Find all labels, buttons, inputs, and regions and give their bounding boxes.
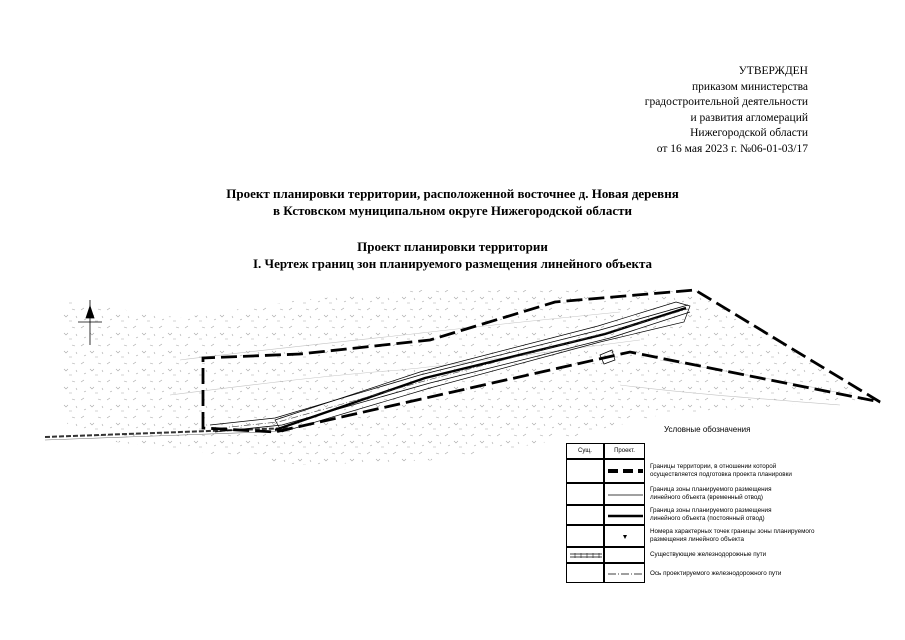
railway-corridor — [209, 301, 691, 433]
approval-line: приказом министерства — [692, 80, 808, 93]
legend-symbol-temporary-zone — [608, 494, 643, 496]
approval-line: от 16 мая 2023 г. №06-01-03/17 — [656, 142, 808, 155]
legend-col-existing: Сущ. — [566, 443, 604, 459]
legend-text: Граница зоны планируемого размещения лин… — [650, 507, 772, 522]
legend-cell — [604, 547, 645, 563]
section-title: Проект планировки территории — [357, 239, 548, 254]
legend-text-line: Номера характерных точек границы зоны пл… — [650, 528, 815, 535]
project-title-line: Проект планировки территории, расположен… — [226, 186, 679, 201]
legend-cell — [566, 459, 604, 483]
legend-cell — [566, 547, 604, 563]
legend-text: Границы территории, в отношении которой … — [650, 463, 792, 478]
approval-stamp: УТВЕРЖДЕН приказом министерства градостр… — [568, 64, 808, 157]
legend-cell — [566, 483, 604, 505]
legend-symbol-point-marker-icon — [623, 535, 627, 539]
legend-text-line: осуществляется подготовка проекта планир… — [650, 470, 792, 478]
legend-text: Номера характерных точек границы зоны пл… — [650, 528, 815, 543]
legend-text-line: размещения линейного объекта — [650, 535, 744, 543]
legend-text-line: линейного объекта (постоянный отвод) — [650, 514, 765, 522]
legend-cell — [604, 505, 645, 525]
approval-line: Нижегородской области — [690, 127, 808, 139]
legend-text-line: Граница зоны планируемого размещения — [650, 486, 772, 493]
legend-cell — [604, 525, 645, 547]
approval-line: УТВЕРЖДЕН — [738, 65, 808, 77]
legend-symbol-permanent-zone — [608, 514, 643, 518]
legend-text-line: Граница зоны планируемого размещения — [650, 507, 772, 514]
legend-text: Граница зоны планируемого размещения лин… — [650, 486, 772, 501]
legend-text: Ось проектируемого железнодорожного пути — [650, 570, 781, 578]
legend-cell — [566, 505, 604, 525]
legend-text-line: Ось проектируемого железнодорожного пути — [650, 570, 782, 577]
legend-symbol-existing-railway — [570, 553, 602, 558]
project-territory-boundary — [201, 288, 881, 434]
legend-symbol-territory-boundary — [608, 469, 643, 473]
legend-caption: Условные обозначения — [664, 425, 751, 434]
approval-line: и развития агломераций — [690, 111, 808, 124]
legend-text-line: Границы территории, в отношении которой — [650, 463, 777, 470]
project-title-line: в Кстовском муниципальном округе Нижегор… — [273, 203, 632, 218]
legend-cell — [604, 459, 645, 483]
legend-text-line: Существующие железнодорожные пути — [650, 551, 767, 558]
legend-cell — [604, 563, 645, 583]
legend-cell — [604, 483, 645, 505]
legend-table: Сущ. Проект. Границы территории, в отнош… — [566, 443, 846, 583]
legend-col-project: Проект. — [604, 443, 645, 459]
legend-text-line: линейного объекта (временный отвод) — [650, 493, 763, 501]
terrain-hatch — [60, 285, 880, 465]
project-title: Проект планировки территории, расположен… — [0, 185, 905, 219]
legend-text: Существующие железнодорожные пути — [650, 551, 766, 559]
legend-cell — [566, 525, 604, 547]
approval-line: градостроительной деятельности — [644, 96, 808, 108]
legend-cell — [566, 563, 604, 583]
north-arrow-icon — [78, 300, 102, 345]
drawing-title-block: Проект планировки территории I. Чертеж г… — [0, 238, 905, 272]
legend-symbol-railway-axis — [608, 573, 643, 575]
drawing-title: I. Чертеж границ зон планируемого размещ… — [252, 256, 653, 271]
